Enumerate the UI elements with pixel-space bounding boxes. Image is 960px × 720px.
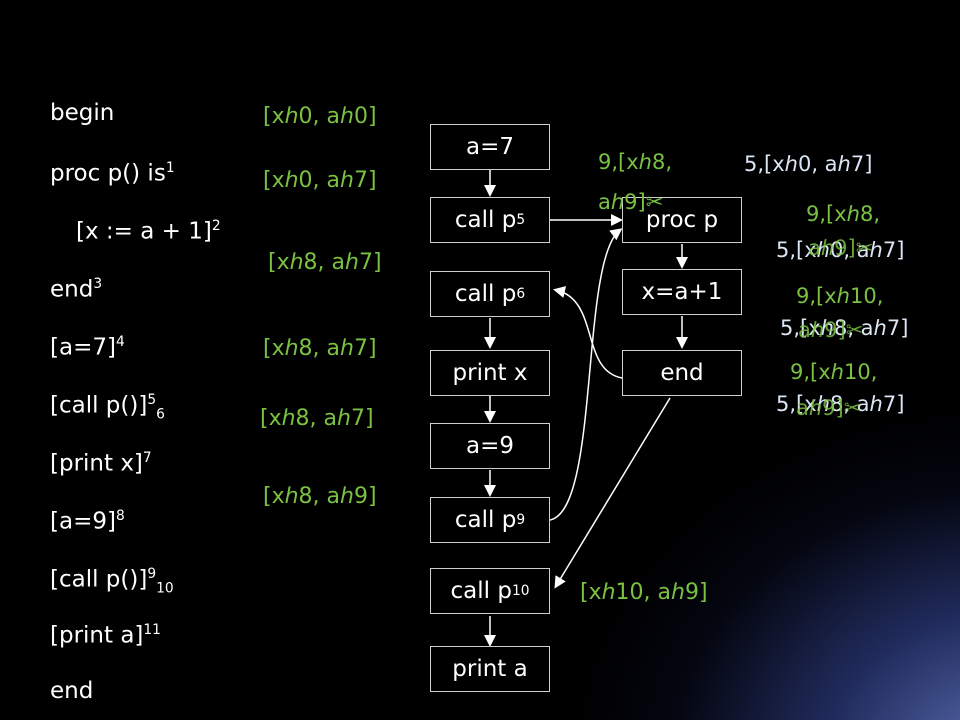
code-line: [call p()]910 — [50, 566, 174, 597]
node-a7: a=7 — [430, 124, 550, 170]
right-state: aℎ9]✂ — [798, 318, 864, 342]
right-state: aℎ9]✂ — [796, 396, 862, 420]
right-state: 5,[xℎ8, aℎ7] — [776, 392, 905, 416]
state-label: [xℎ8, aℎ9] — [263, 484, 377, 509]
code-line: [print x]7 — [50, 450, 152, 477]
proc-entry-state: 5,[xℎ0, aℎ7] — [744, 152, 873, 176]
code-line: [x := a + 1]2 — [76, 218, 221, 245]
code-line: proc p() is1 — [50, 160, 175, 187]
state-label: [xℎ8, aℎ7] — [263, 336, 377, 361]
proc-entry-state: aℎ9]✂ — [598, 190, 664, 214]
code-line: [a=9]8 — [50, 508, 125, 535]
state-label: [xℎ8, aℎ7] — [268, 250, 382, 275]
edge-end-call6 — [553, 286, 623, 379]
node-x-a1: x=a+1 — [622, 269, 742, 315]
right-state: 9,[xℎ10, — [790, 360, 878, 384]
code-line: [print a]11 — [50, 622, 161, 649]
edge-end-call10 — [554, 397, 671, 589]
code-line: end3 — [50, 276, 103, 303]
right-state: 9,[xℎ10, — [796, 284, 884, 308]
node-print-a: print a — [430, 646, 550, 692]
code-line: [call p()]56 — [50, 392, 165, 423]
right-state: aℎ9]✂ — [808, 236, 874, 260]
state-label: [xℎ0, aℎ7] — [263, 168, 377, 193]
code-line: end — [50, 678, 94, 704]
right-state: 5,[xℎ8, aℎ7] — [780, 316, 909, 340]
code-line: [a=7]4 — [50, 334, 125, 361]
edge-call9-procp — [549, 228, 623, 521]
node-a9: a=9 — [430, 423, 550, 469]
node-print-x: print x — [430, 350, 550, 396]
right-state: 9,[xℎ8, — [806, 202, 881, 226]
code-line: begin — [50, 100, 115, 126]
state-label: [xℎ10, aℎ9] — [580, 580, 708, 605]
proc-entry-state: 9,[xℎ8, — [598, 150, 673, 174]
state-label: [xℎ8, aℎ7] — [260, 406, 374, 431]
node-end: end — [622, 350, 742, 396]
node-proc-p: proc p — [622, 197, 742, 243]
right-state: 5,[xℎ0, aℎ7] — [776, 238, 905, 262]
state-label: [xℎ0, aℎ0] — [263, 104, 377, 129]
